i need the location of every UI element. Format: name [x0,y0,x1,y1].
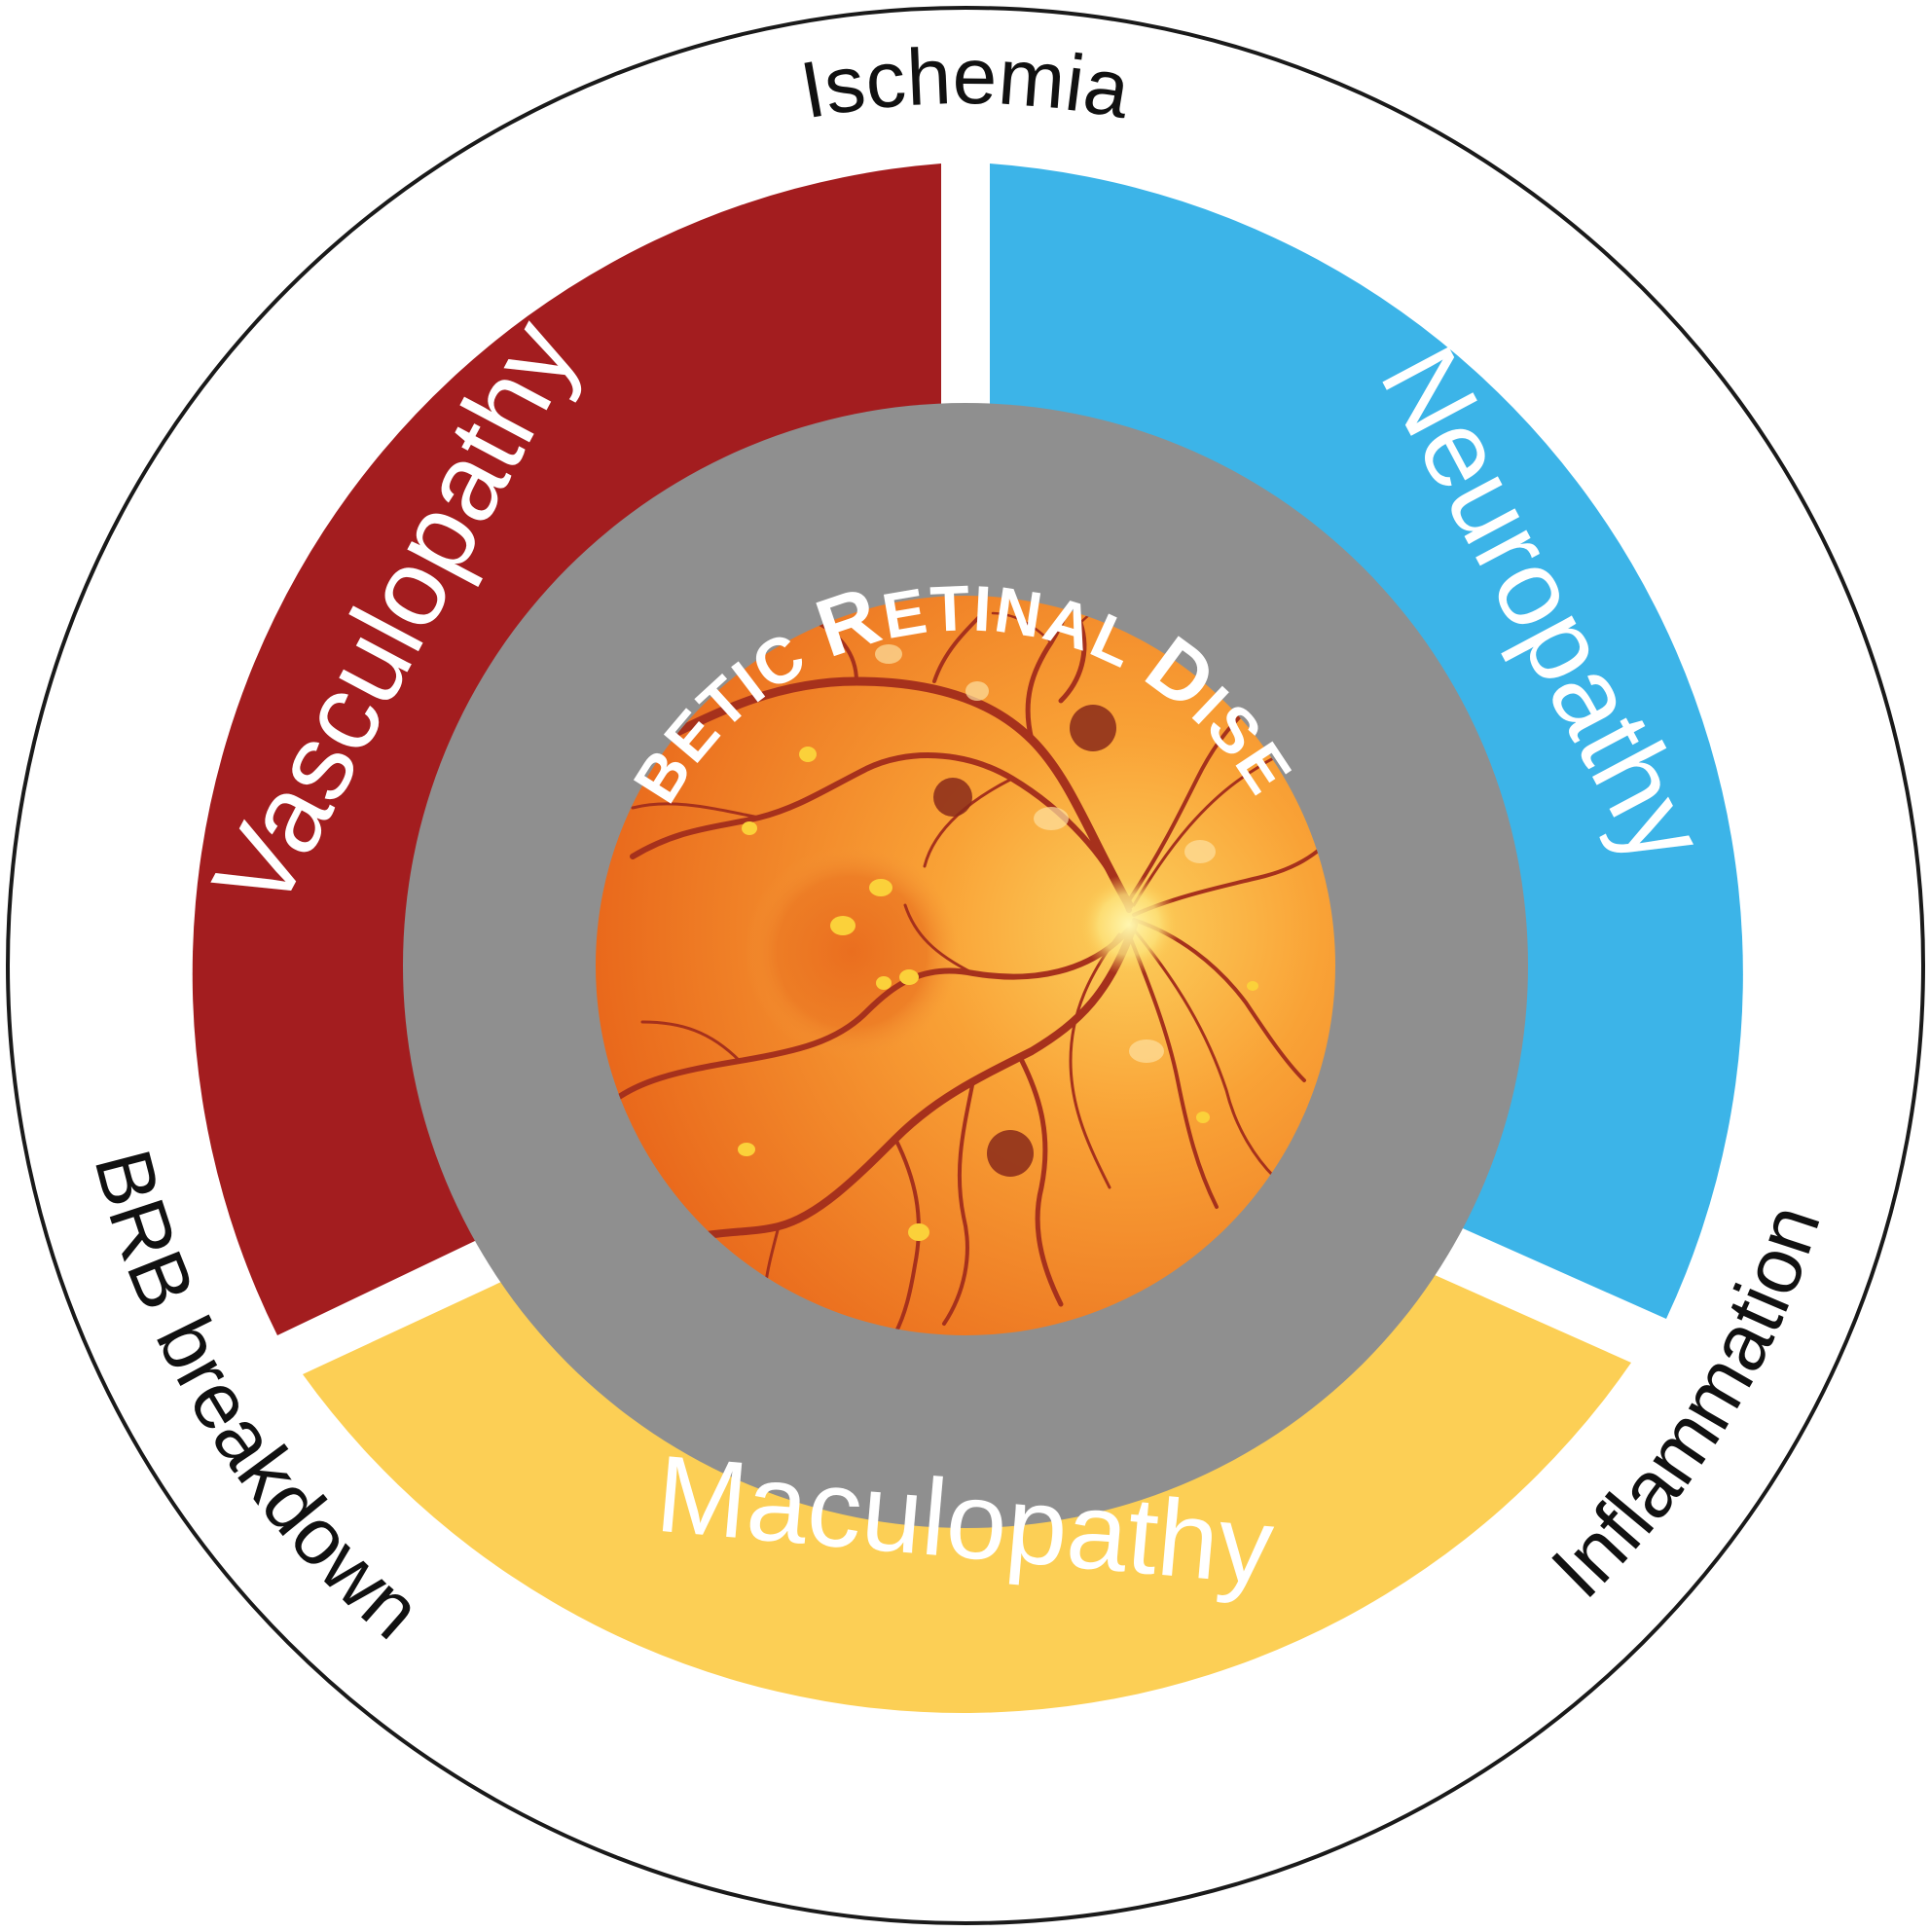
cotton-wool-spots [875,644,1216,1063]
optic-disc [1078,874,1180,975]
retina-fundus-illustration [596,596,1335,1335]
fundus-background [596,596,1335,1335]
title-part-1-cap: D [0,0,30,18]
macula [745,845,959,1059]
hemorrhages [933,705,1116,1177]
hard-exudates [738,747,1258,1241]
ischemia-label: Ischemia [794,32,1136,135]
